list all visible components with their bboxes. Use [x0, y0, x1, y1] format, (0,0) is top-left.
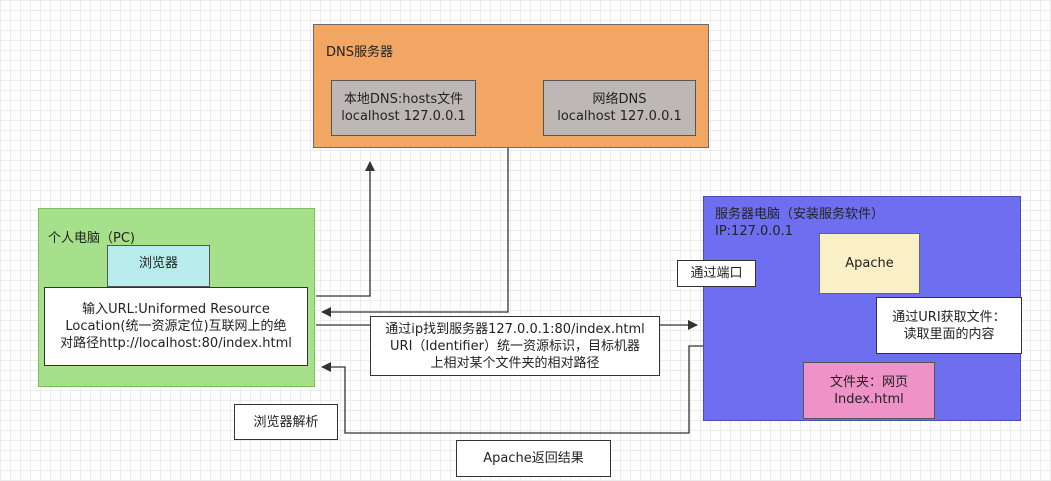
apache-label: Apache [845, 256, 894, 271]
server-ip: IP:127.0.0.1 [715, 224, 794, 239]
url-line1: 输入URL:Uniformed Resource [82, 302, 270, 317]
dns-server-title: DNS服务器 [326, 45, 393, 60]
local-dns-line1: 本地DNS:hosts文件 [343, 92, 464, 107]
uri-read-line1: 通过URI获取文件： [892, 309, 1006, 325]
request-line2: URI（Identifier）统一资源标识，目标机器 [390, 338, 640, 354]
network-dns-line2: localhost 127.0.0.1 [557, 109, 682, 124]
local-dns-box: 本地DNS:hosts文件 localhost 127.0.0.1 [331, 80, 476, 136]
network-dns-line1: 网络DNS [592, 92, 647, 107]
browser-parse-label: 浏览器解析 [253, 414, 319, 430]
folder-box: 文件夹：网页 Index.html [803, 362, 935, 419]
apache-box: Apache [819, 233, 920, 294]
port-label-box: 通过端口 [677, 260, 756, 287]
folder-line1: 文件夹：网页 [829, 374, 908, 390]
url-line2: Location(统一资源定位)互联网上的绝 [65, 319, 287, 334]
local-dns-line2: localhost 127.0.0.1 [341, 109, 466, 124]
request-line1: 通过ip找到服务器127.0.0.1:80/index.html [385, 321, 645, 337]
uri-read-box: 通过URI获取文件： 读取里面的内容 [876, 297, 1022, 354]
network-dns-box: 网络DNS localhost 127.0.0.1 [543, 80, 696, 136]
pc-title: 个人电脑（PC) [48, 231, 135, 246]
folder-line2: Index.html [834, 391, 904, 407]
port-label: 通过端口 [690, 266, 743, 281]
request-label-box: 通过ip找到服务器127.0.0.1:80/index.html URI（Ide… [370, 316, 660, 376]
request-line3: 上相对某个文件夹的相对路径 [430, 355, 600, 371]
url-line3: 对路径http://localhost:80/index.html [60, 336, 292, 351]
url-input-box: 输入URL:Uniformed Resource Location(统一资源定位… [44, 287, 308, 366]
browser-label: 浏览器 [138, 255, 178, 271]
arrow-pc-to-dns [316, 161, 375, 297]
browser-parse-box: 浏览器解析 [234, 404, 338, 440]
apache-result-box: Apache返回结果 [456, 440, 611, 477]
browser-box: 浏览器 [107, 245, 210, 287]
arrow-dns-to-pc [321, 148, 509, 317]
server-title: 服务器电脑（安装服务软件） [715, 207, 885, 222]
apache-result-label: Apache返回结果 [483, 451, 584, 466]
uri-read-line2: 读取里面的内容 [903, 326, 995, 342]
